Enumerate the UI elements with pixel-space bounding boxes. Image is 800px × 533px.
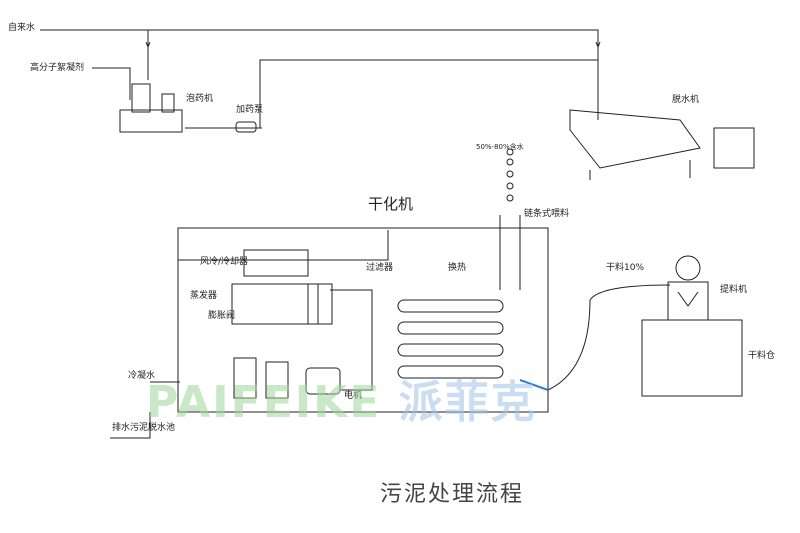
dryer-inner-top [178,230,389,261]
cooler-unit [243,249,309,277]
conveyor-4 [397,365,504,379]
label-silo-machine: 提料机 [720,285,748,295]
label-cooling: 风冷/冷却器 [200,257,249,267]
label-dry-silo: 干料仓 [748,351,776,361]
label-sludge-inlet: 50%-80%含水 [476,143,524,151]
dosing-pipe [259,59,598,128]
control-cabinet [713,127,755,169]
watermark-latin: PAIFEIKE 派菲克 [146,366,537,430]
dewatering-machine [569,109,701,169]
watermark-cjk-text: 派菲克 [398,377,537,428]
diagram-title: 污泥处理流程 [380,482,525,507]
conveyor-2 [397,321,504,335]
dry-product-pipe [547,284,671,391]
label-filter: 过滤器 [366,263,394,273]
label-evaporator: 蒸发器 [190,291,218,301]
label-tap-water: 自来水 [8,23,36,33]
label-expansion-valve: 膨胀阀 [208,311,236,321]
dry-silo [641,319,743,397]
expansion-unit [307,283,333,325]
cooling-water-pipe [110,381,180,439]
label-dewatering-machine: 脱水机 [672,95,700,105]
dosing-pump [235,121,257,133]
evaporator-unit [231,283,319,325]
sludge-drops [506,148,514,202]
flocculant-pipe [92,67,131,100]
label-dry-material: 干料10% [606,263,645,273]
dryer-box [177,227,549,413]
tap-water-pipe [40,29,599,120]
dosing-machine [119,109,183,133]
label-feed-chain: 链条式喂料 [524,209,570,219]
silo-machine [667,281,709,321]
condenser-unit [233,357,257,399]
label-motor: 电机 [344,391,363,401]
label-heat-exchanger: 换热 [448,263,467,273]
label-dosing-machine: 泡药机 [186,94,214,104]
label-dryer: 干化机 [368,195,414,213]
label-cooling-water: 冷凝水 [128,371,156,381]
pump-unit [265,361,289,399]
label-discharge-water: 排水污泥脱水池 [112,423,176,433]
conveyor-1 [397,299,504,313]
feed-chute [499,215,521,290]
fan-unit [305,367,341,395]
watermark-latin-text: PAIFEIKE [146,377,382,428]
conveyor-3 [397,343,504,357]
label-dosing-pump: 加药泵 [236,105,264,115]
label-polymer-flocculant: 高分子絮凝剂 [30,63,85,73]
